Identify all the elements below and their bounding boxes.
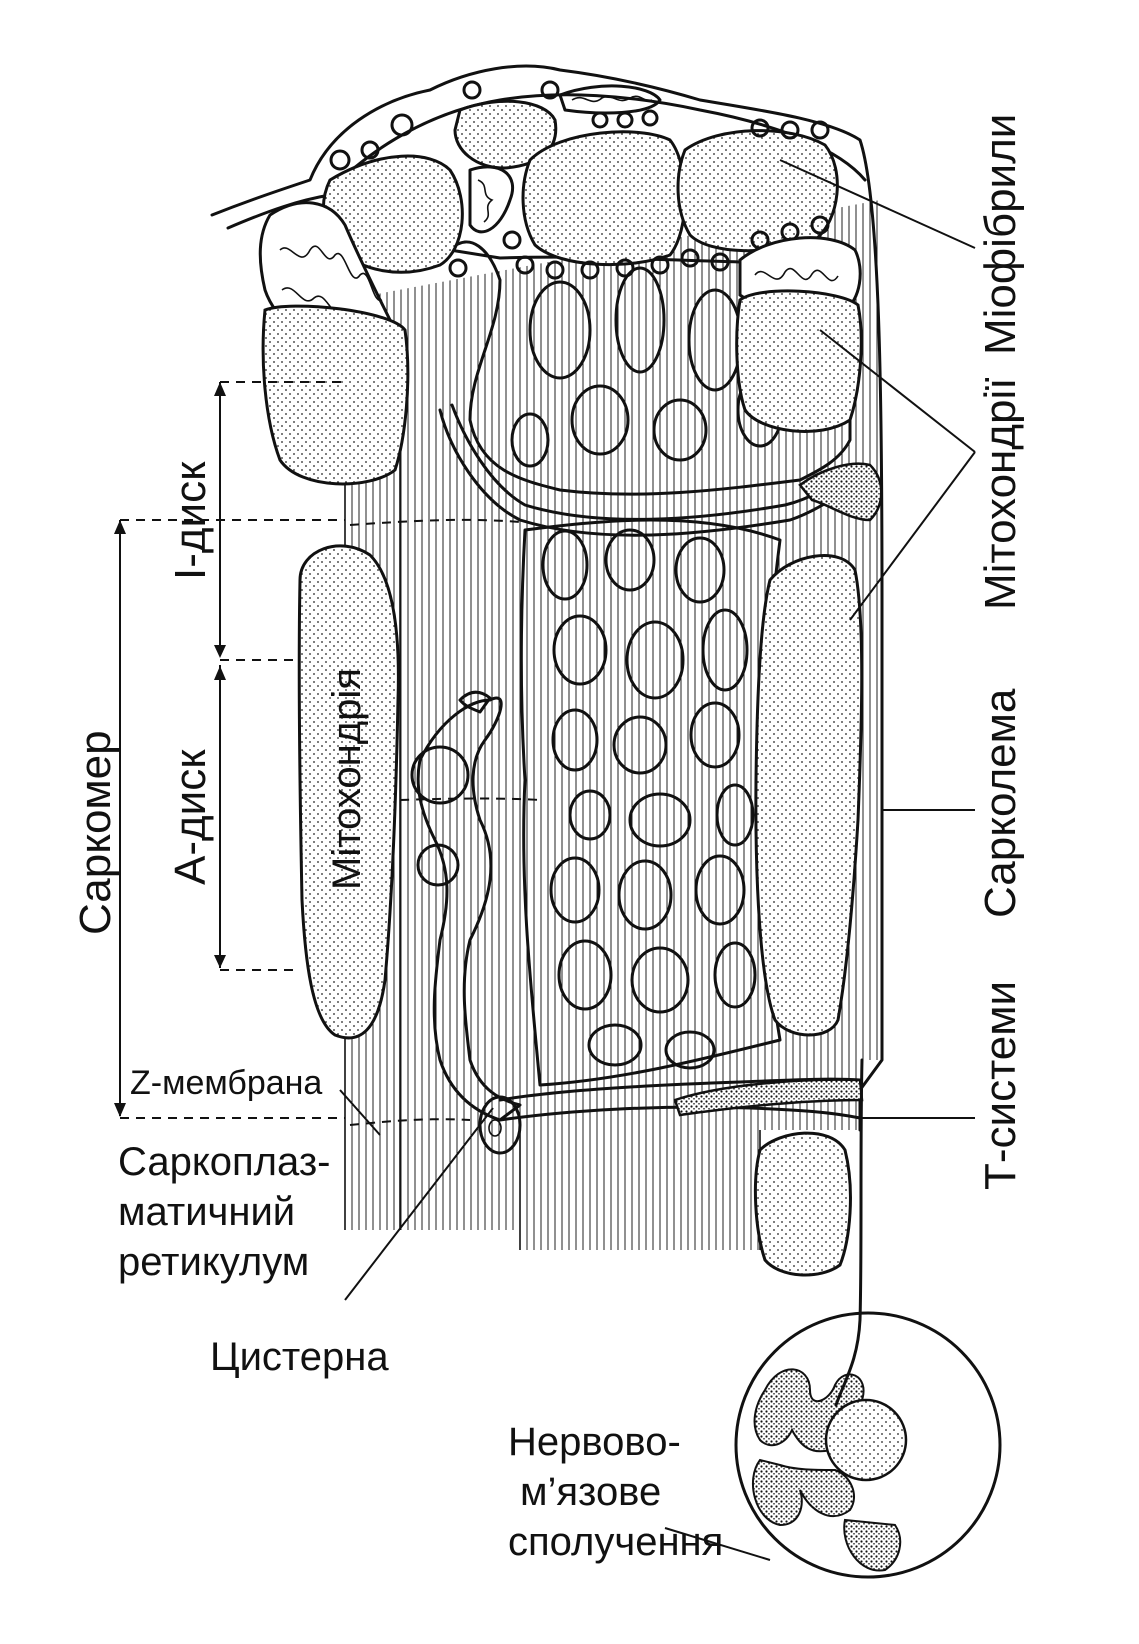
t-systems <box>438 403 883 1122</box>
mitochondrion-right-main <box>754 554 864 1037</box>
label-nmj-line3: сполучення <box>508 1520 723 1564</box>
labels: Міофібрили Мітохондрії Сарколема Т-систе… <box>71 114 1025 1564</box>
label-a-disc: А-диск <box>166 749 215 885</box>
myofibrils-cross-sections <box>321 80 839 280</box>
label-sr-line1: Саркоплаз- <box>118 1140 330 1184</box>
mitochondrion-left-main <box>297 544 400 1040</box>
leader-lines <box>339 159 976 1561</box>
mitochondrion-left-upper <box>261 304 410 486</box>
label-nmj-line1: Нервово- <box>508 1420 681 1464</box>
neuromuscular-junction <box>734 1058 1002 1579</box>
t-tubule-upper <box>438 408 862 537</box>
label-mitochondrion: Мітохондрія <box>325 668 369 890</box>
label-sarcomere: Саркомер <box>71 730 120 935</box>
label-sarcolemma: Сарколема <box>976 688 1025 918</box>
fiber-column <box>345 200 880 1250</box>
mitochondria <box>258 201 864 1277</box>
myofibril-3 <box>521 130 687 267</box>
label-i-disc: І-диск <box>166 461 215 580</box>
label-t-systems: Т-системи <box>976 981 1025 1190</box>
label-sr-line2: матичний <box>118 1190 295 1234</box>
label-z-membrane: Z-мембрана <box>130 1064 322 1102</box>
mitochondrion-right-lower <box>753 1131 852 1277</box>
label-cistern: Цистерна <box>210 1335 389 1379</box>
sr-fenestrations <box>541 528 757 1070</box>
mitochondrion-right-upper <box>735 289 863 433</box>
label-mitochondria-right: Мітохондрії <box>976 378 1025 610</box>
label-myofibrils: Міофібрили <box>976 114 1025 355</box>
label-sr-line3: ретикулум <box>118 1240 309 1284</box>
dimension-markers <box>114 381 345 1119</box>
sarcolemma-outline <box>210 64 884 1132</box>
t-tubule-terminal-upper <box>798 462 883 522</box>
label-nmj-line2: м’язове <box>520 1470 661 1514</box>
